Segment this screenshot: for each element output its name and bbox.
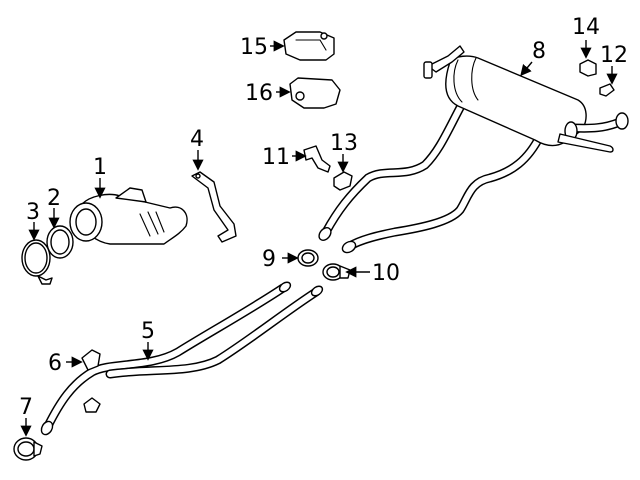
actuator-15-detail	[295, 39, 327, 51]
front-pipe-bracket	[83, 397, 101, 413]
callout-9: 9	[262, 247, 276, 272]
intermediate-pipe-right-inner	[347, 133, 543, 249]
callout-3: 3	[26, 200, 40, 225]
callout-12: 12	[600, 43, 628, 68]
front-pipe-a-inner	[45, 285, 286, 429]
insulator-13	[333, 171, 353, 191]
hanger-bracket-11	[303, 145, 331, 173]
front-pipe-end-a	[278, 281, 292, 293]
front-pipe-b-inner	[107, 289, 319, 377]
callout-11: 11	[262, 145, 290, 170]
tailpipe-tip	[615, 112, 629, 130]
converter-body	[79, 193, 188, 245]
callout-15: 15	[240, 35, 268, 60]
pipe-end-left	[318, 227, 332, 241]
bracket-16-body	[289, 77, 341, 109]
callout-16: 16	[245, 81, 273, 106]
callout-4: 4	[190, 127, 204, 152]
clamp-9	[297, 249, 319, 267]
converter-flange-inner	[75, 208, 97, 236]
bracket-6	[81, 349, 101, 371]
intermediate-pipe-left-outer	[321, 99, 467, 237]
leader-8	[520, 61, 533, 77]
callout-8: 8	[532, 39, 546, 64]
bracket-16	[289, 77, 341, 109]
clamp-9-inner	[301, 252, 315, 264]
callout-10: 10	[372, 261, 400, 286]
actuator-15-connector	[320, 32, 328, 40]
muffler-seam-2	[471, 57, 479, 101]
callout-1: 1	[93, 155, 107, 180]
bracket-16-hole	[295, 91, 305, 101]
muffler-hanger-tab	[423, 61, 433, 79]
front-pipe	[40, 281, 324, 436]
hanger-12	[599, 83, 615, 97]
clamp-10	[322, 263, 351, 281]
actuator-15	[283, 31, 335, 61]
callout-2: 2	[47, 186, 61, 211]
clamp-10-inner	[326, 266, 340, 278]
intermediate-pipe-left-inner	[323, 101, 465, 235]
pipe-end-right	[341, 240, 357, 254]
callout-labels: 1 2 3 4 5 6 7 8 9 10 11 12 13 14 15 16	[19, 15, 628, 420]
front-pipe-end-b	[310, 285, 324, 297]
converter-shield	[115, 187, 147, 203]
converter-ribs	[139, 211, 165, 237]
clamp-3-ring-inner	[24, 242, 48, 274]
muffler-hanger-arm	[427, 45, 465, 73]
callout-5: 5	[141, 319, 155, 344]
clamp-7	[13, 437, 43, 461]
clamp-7-bolt	[33, 441, 43, 457]
gasket-inner	[50, 229, 70, 255]
insulator-14	[579, 59, 597, 77]
clamp-7-inner	[17, 441, 35, 457]
clamp-3	[21, 239, 53, 285]
front-pipe-inlet	[40, 420, 54, 436]
leader-lines	[20, 40, 618, 437]
callout-6: 6	[48, 351, 62, 376]
muffler-seam	[453, 59, 463, 103]
bracket-4	[191, 171, 237, 243]
callout-13: 13	[330, 131, 358, 156]
bracket-4-body	[191, 171, 237, 243]
gasket	[46, 225, 74, 259]
actuator-15-body	[283, 31, 335, 61]
clamp-3-bolt	[37, 275, 53, 285]
rear-muffler	[318, 45, 629, 254]
tailpipe-lower	[557, 133, 614, 153]
callout-14: 14	[572, 15, 600, 40]
intermediate-pipe-right-outer	[345, 131, 545, 251]
callout-7: 7	[19, 395, 33, 420]
catalytic-converter	[69, 187, 188, 245]
bracket-4-hole	[195, 173, 201, 179]
